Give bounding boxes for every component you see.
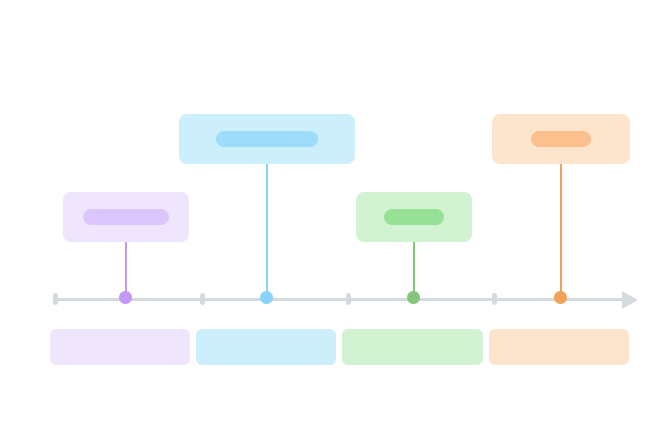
event-marker-2: [260, 291, 273, 304]
timeline-axis: [55, 298, 628, 301]
event-label-3: [384, 209, 444, 225]
event-label-1: [83, 209, 169, 225]
axis-arrow-icon: [622, 291, 638, 309]
period-box-1: [50, 329, 190, 365]
axis-tick: [200, 293, 205, 305]
event-connector-4: [560, 164, 562, 298]
event-label-4: [531, 131, 591, 147]
event-label-2: [216, 131, 318, 147]
event-marker-4: [554, 291, 567, 304]
event-connector-1: [125, 242, 127, 298]
event-marker-1: [119, 291, 132, 304]
axis-tick: [346, 293, 351, 305]
event-connector-2: [266, 164, 268, 298]
period-box-2: [196, 329, 336, 365]
axis-tick: [53, 293, 58, 305]
event-connector-3: [413, 242, 415, 298]
period-box-4: [489, 329, 629, 365]
axis-tick: [492, 293, 497, 305]
period-box-3: [342, 329, 483, 365]
event-marker-3: [407, 291, 420, 304]
